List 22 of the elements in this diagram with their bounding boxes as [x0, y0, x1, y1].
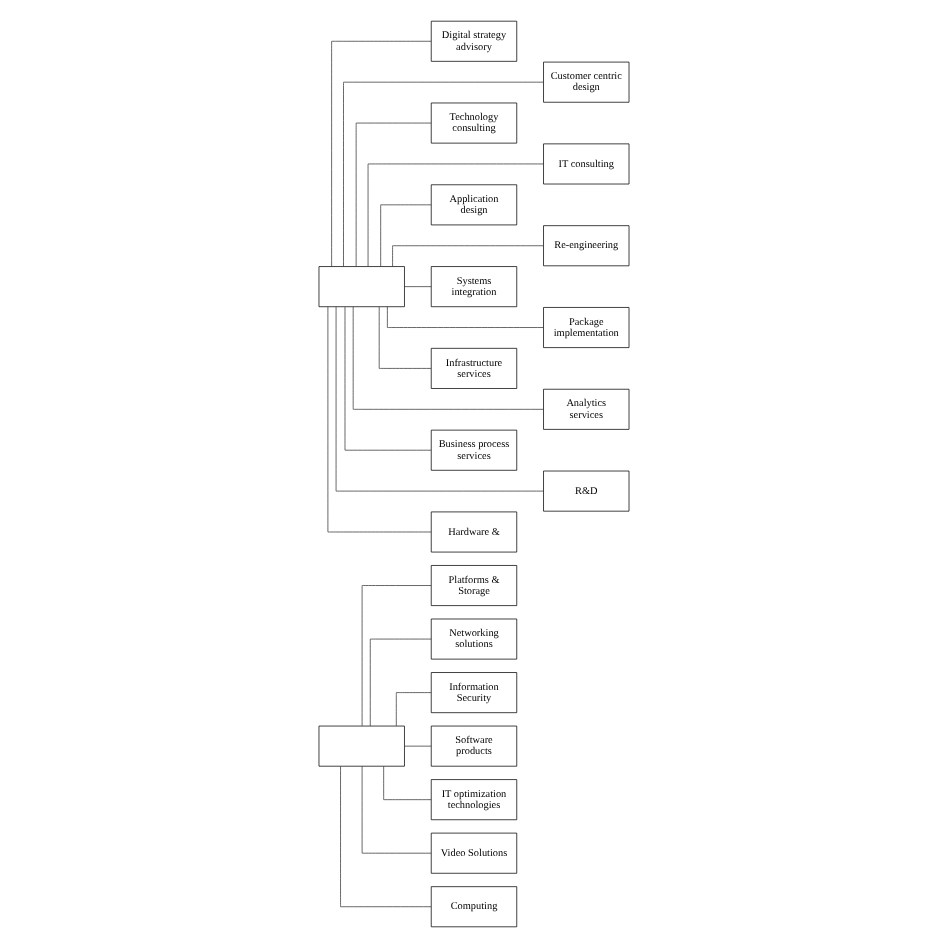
connector — [340, 766, 432, 908]
connector — [352, 306, 544, 410]
connector — [392, 245, 544, 267]
connector — [331, 40, 432, 267]
connector — [355, 122, 432, 267]
connector — [378, 306, 432, 369]
connector — [387, 306, 544, 328]
connector — [361, 585, 432, 727]
connector — [367, 163, 544, 267]
node-box — [318, 266, 405, 308]
node-box — [318, 725, 405, 767]
connector — [327, 306, 432, 533]
connector — [380, 204, 432, 267]
connector — [361, 765, 432, 854]
connector — [335, 306, 544, 492]
connector — [343, 81, 544, 267]
connector — [369, 638, 432, 727]
connector — [383, 766, 432, 801]
connector — [344, 306, 432, 451]
connector — [404, 286, 432, 287]
connector — [404, 745, 432, 747]
connector — [395, 692, 432, 727]
